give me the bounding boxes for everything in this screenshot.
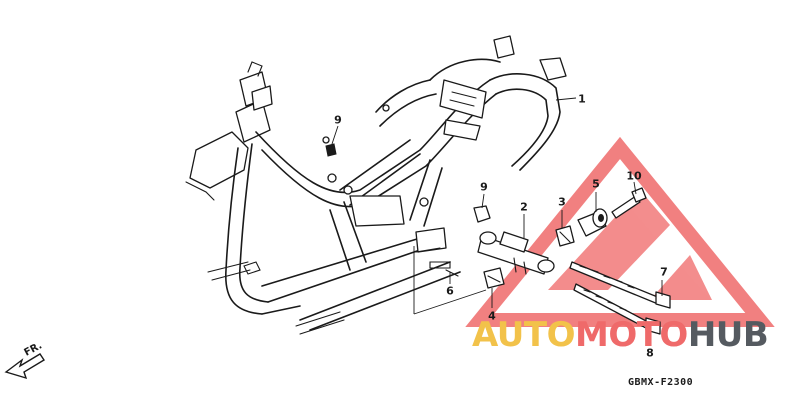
callout-9-left: 9 bbox=[334, 113, 342, 127]
bolt-10 bbox=[611, 187, 647, 219]
bolt-8 bbox=[573, 283, 661, 335]
watermark-wordmark: AUTOMOTOHUB bbox=[472, 315, 769, 355]
front-direction-arrow-icon bbox=[4, 353, 45, 380]
callout-9-right: 9 bbox=[480, 180, 488, 194]
frame-body bbox=[185, 35, 567, 335]
watermark-part-moto: MOTO bbox=[574, 315, 688, 355]
callout-1: 1 bbox=[578, 92, 586, 106]
callout-7: 7 bbox=[660, 265, 668, 279]
callout-10: 10 bbox=[626, 169, 642, 183]
callout-6: 6 bbox=[446, 284, 454, 298]
bolt-7 bbox=[569, 261, 671, 309]
pin-6 bbox=[429, 261, 459, 277]
rubber-bushing-9-left bbox=[325, 143, 337, 157]
engine-hanger-link bbox=[477, 231, 555, 275]
rubber-bushing-3 bbox=[555, 225, 575, 247]
callout-5: 5 bbox=[592, 177, 600, 191]
watermark-part-hub: HUB bbox=[687, 315, 769, 355]
leader-lines bbox=[331, 97, 663, 344]
watermark-logo-icon bbox=[465, 136, 775, 327]
rubber-bushing-4 bbox=[483, 267, 505, 289]
callout-8: 8 bbox=[646, 346, 654, 360]
collar-5 bbox=[577, 208, 608, 237]
callout-4: 4 bbox=[488, 309, 496, 323]
callout-2: 2 bbox=[520, 200, 528, 214]
rubber-bushing-9-upper bbox=[473, 205, 491, 223]
watermark-part-auto: AUTO bbox=[472, 315, 575, 355]
drawing-code: GBMX-F2300 bbox=[628, 377, 694, 388]
callout-3: 3 bbox=[558, 195, 566, 209]
